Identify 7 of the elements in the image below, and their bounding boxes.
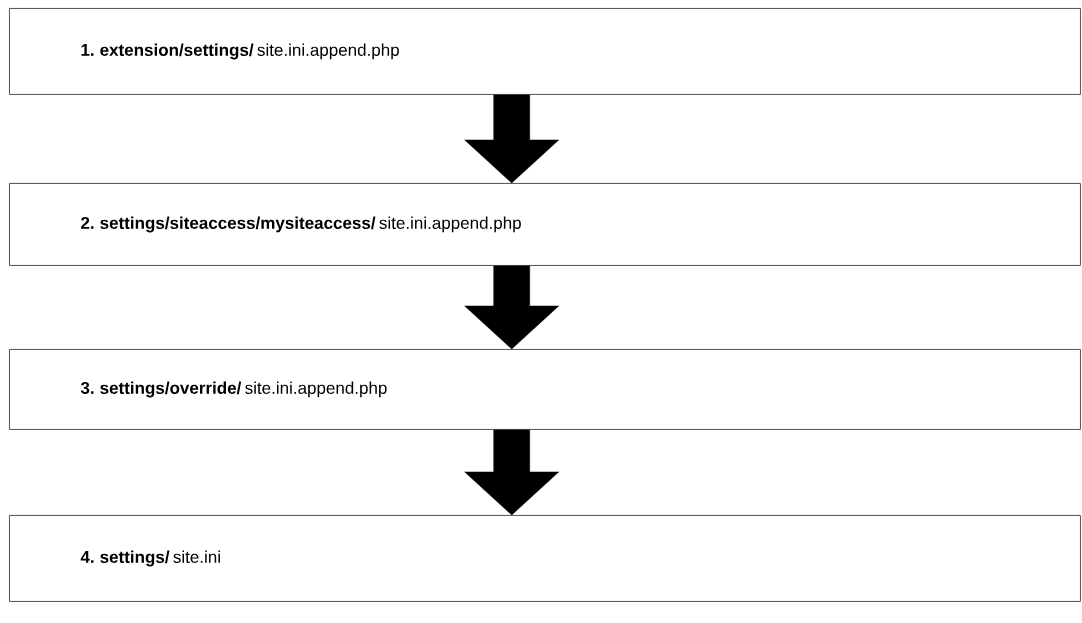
arrow: [464, 265, 559, 350]
process-box: 4. settings/ site.ini: [9, 514, 1081, 602]
process-box: 1. extension/settings/ site.ini.append.php: [9, 8, 1081, 95]
arrow: [464, 94, 559, 184]
process-box: 3. settings/override/ site.ini.append.php: [9, 349, 1081, 430]
process-box: 2. settings/siteaccess/mysiteaccess/ site.ini.append.php: [9, 183, 1081, 266]
arrow: [464, 429, 559, 516]
